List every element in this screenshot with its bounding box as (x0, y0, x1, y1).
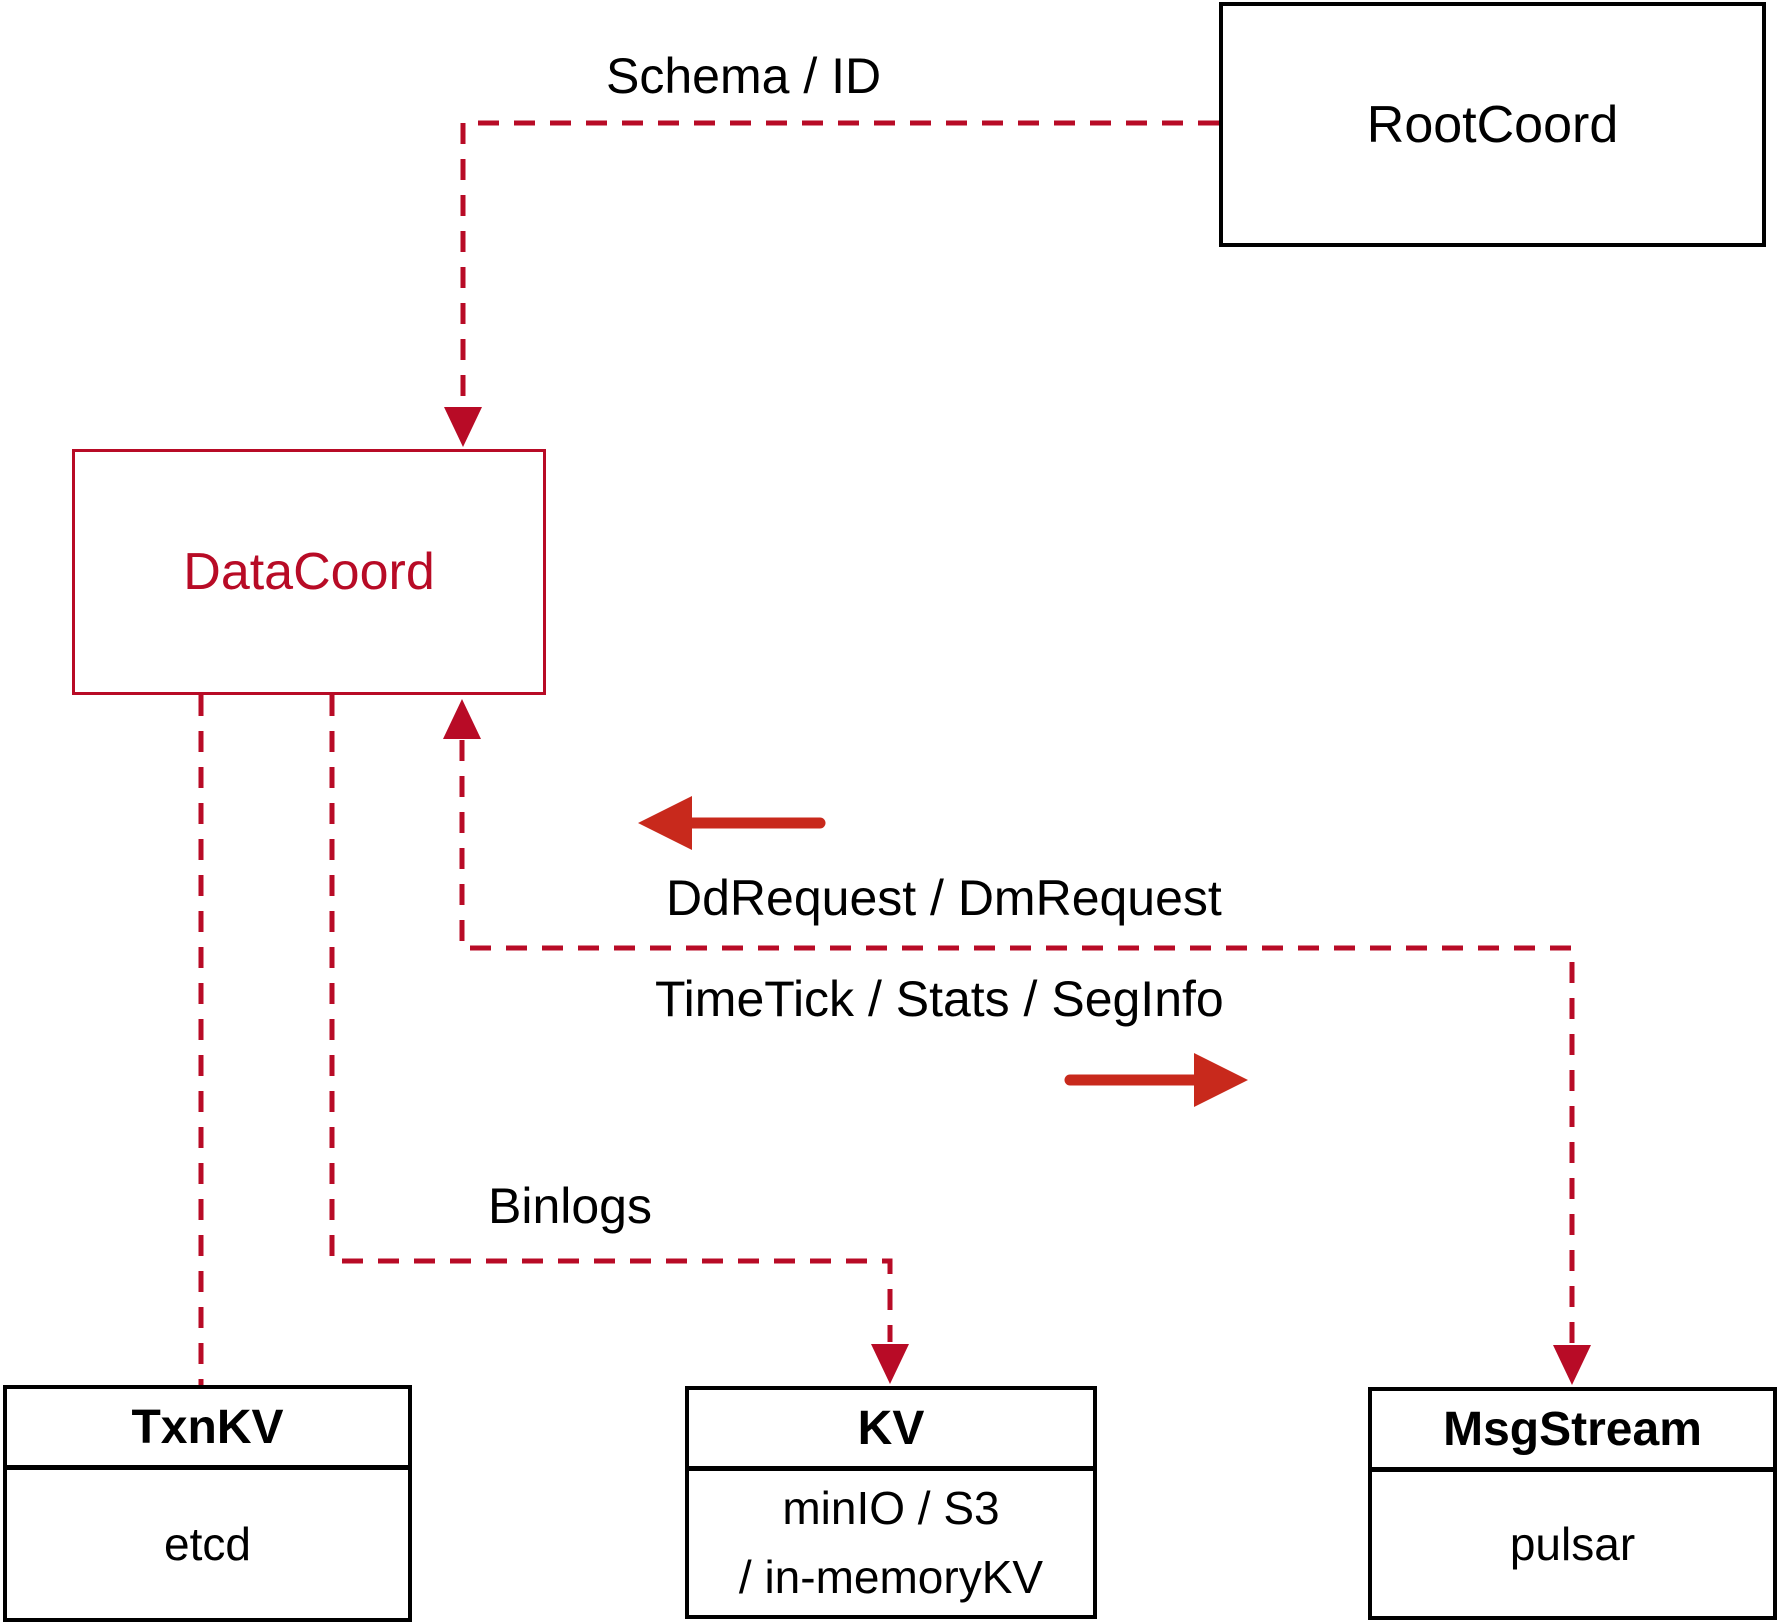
node-rootcoord-label: RootCoord (1366, 95, 1619, 154)
edge-msgstream-line (459, 740, 1575, 1343)
edge-msgstream-down-arrowhead-icon (1553, 1345, 1591, 1385)
edge-binlogs-arrowhead-icon (871, 1344, 909, 1384)
edge-label-ddrequest-dmrequest: DdRequest / DmRequest (666, 870, 1222, 926)
node-kv-body-line2: / in-memoryKV (738, 1551, 1044, 1603)
edge-label-binlogs: Binlogs (488, 1178, 652, 1234)
node-txnkv: TxnKV etcd (3, 1385, 412, 1622)
node-txnkv-body: etcd (164, 1517, 251, 1570)
edge-binlogs-line (329, 695, 893, 1342)
edge-label-timetick-stats-seginfo: TimeTick / Stats / SegInfo (655, 971, 1224, 1027)
edge-msgstream-up-arrowhead-icon (443, 699, 481, 739)
node-datacoord: DataCoord (72, 449, 546, 695)
node-kv-body-line1: minIO / S3 (782, 1482, 1000, 1534)
node-kv: KV minIO / S3 / in-memoryKV (685, 1386, 1097, 1619)
node-msgstream-title: MsgStream (1372, 1391, 1773, 1472)
edge-schema-id-line (460, 120, 1219, 405)
node-msgstream: MsgStream pulsar (1368, 1387, 1777, 1620)
edge-label-schema-id: Schema / ID (606, 48, 882, 104)
node-rootcoord: RootCoord (1219, 2, 1766, 247)
node-kv-title: KV (689, 1390, 1093, 1471)
node-txnkv-title: TxnKV (7, 1389, 408, 1470)
node-msgstream-body: pulsar (1509, 1517, 1636, 1570)
edge-schema-id-arrowhead-icon (444, 407, 482, 447)
node-datacoord-label: DataCoord (183, 543, 435, 601)
solid-arrow-right-icon (1064, 1053, 1248, 1107)
solid-arrow-left-icon (638, 796, 826, 850)
